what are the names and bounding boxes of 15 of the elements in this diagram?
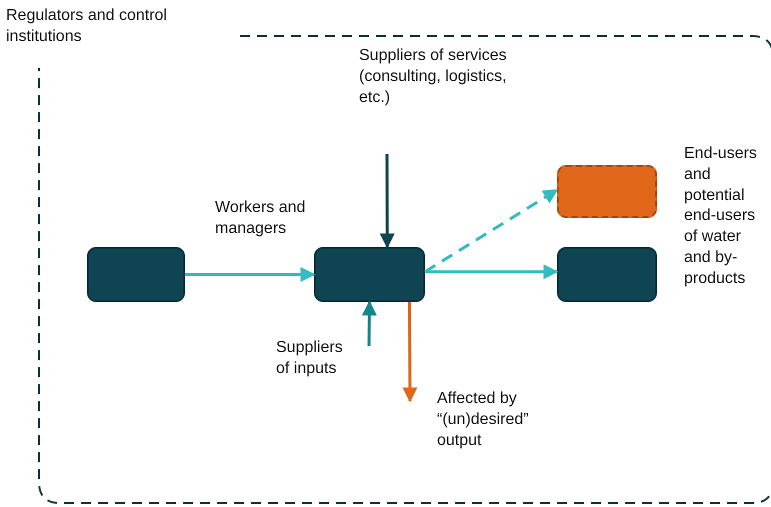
process-box	[557, 247, 657, 302]
group-heading: Regulators and control institutions	[6, 6, 168, 47]
stakeholder-text: End-users and potential end-users of water and by-products	[684, 144, 758, 289]
dashed-arrow	[424, 188, 558, 274]
process-box	[314, 247, 425, 302]
arrow	[402, 302, 418, 402]
stakeholder-text: Suppliers of inputs	[276, 338, 344, 379]
arrow	[362, 300, 377, 346]
stakeholder-text: Suppliers of services (consulting, logistics, etc.)	[359, 46, 508, 108]
stakeholder-text: Affected by “(un)desired” output	[437, 389, 530, 451]
arrow	[425, 264, 558, 280]
arrow	[380, 154, 395, 248]
process-box	[87, 247, 185, 302]
arrow	[185, 267, 316, 282]
dashed-box	[557, 165, 657, 218]
